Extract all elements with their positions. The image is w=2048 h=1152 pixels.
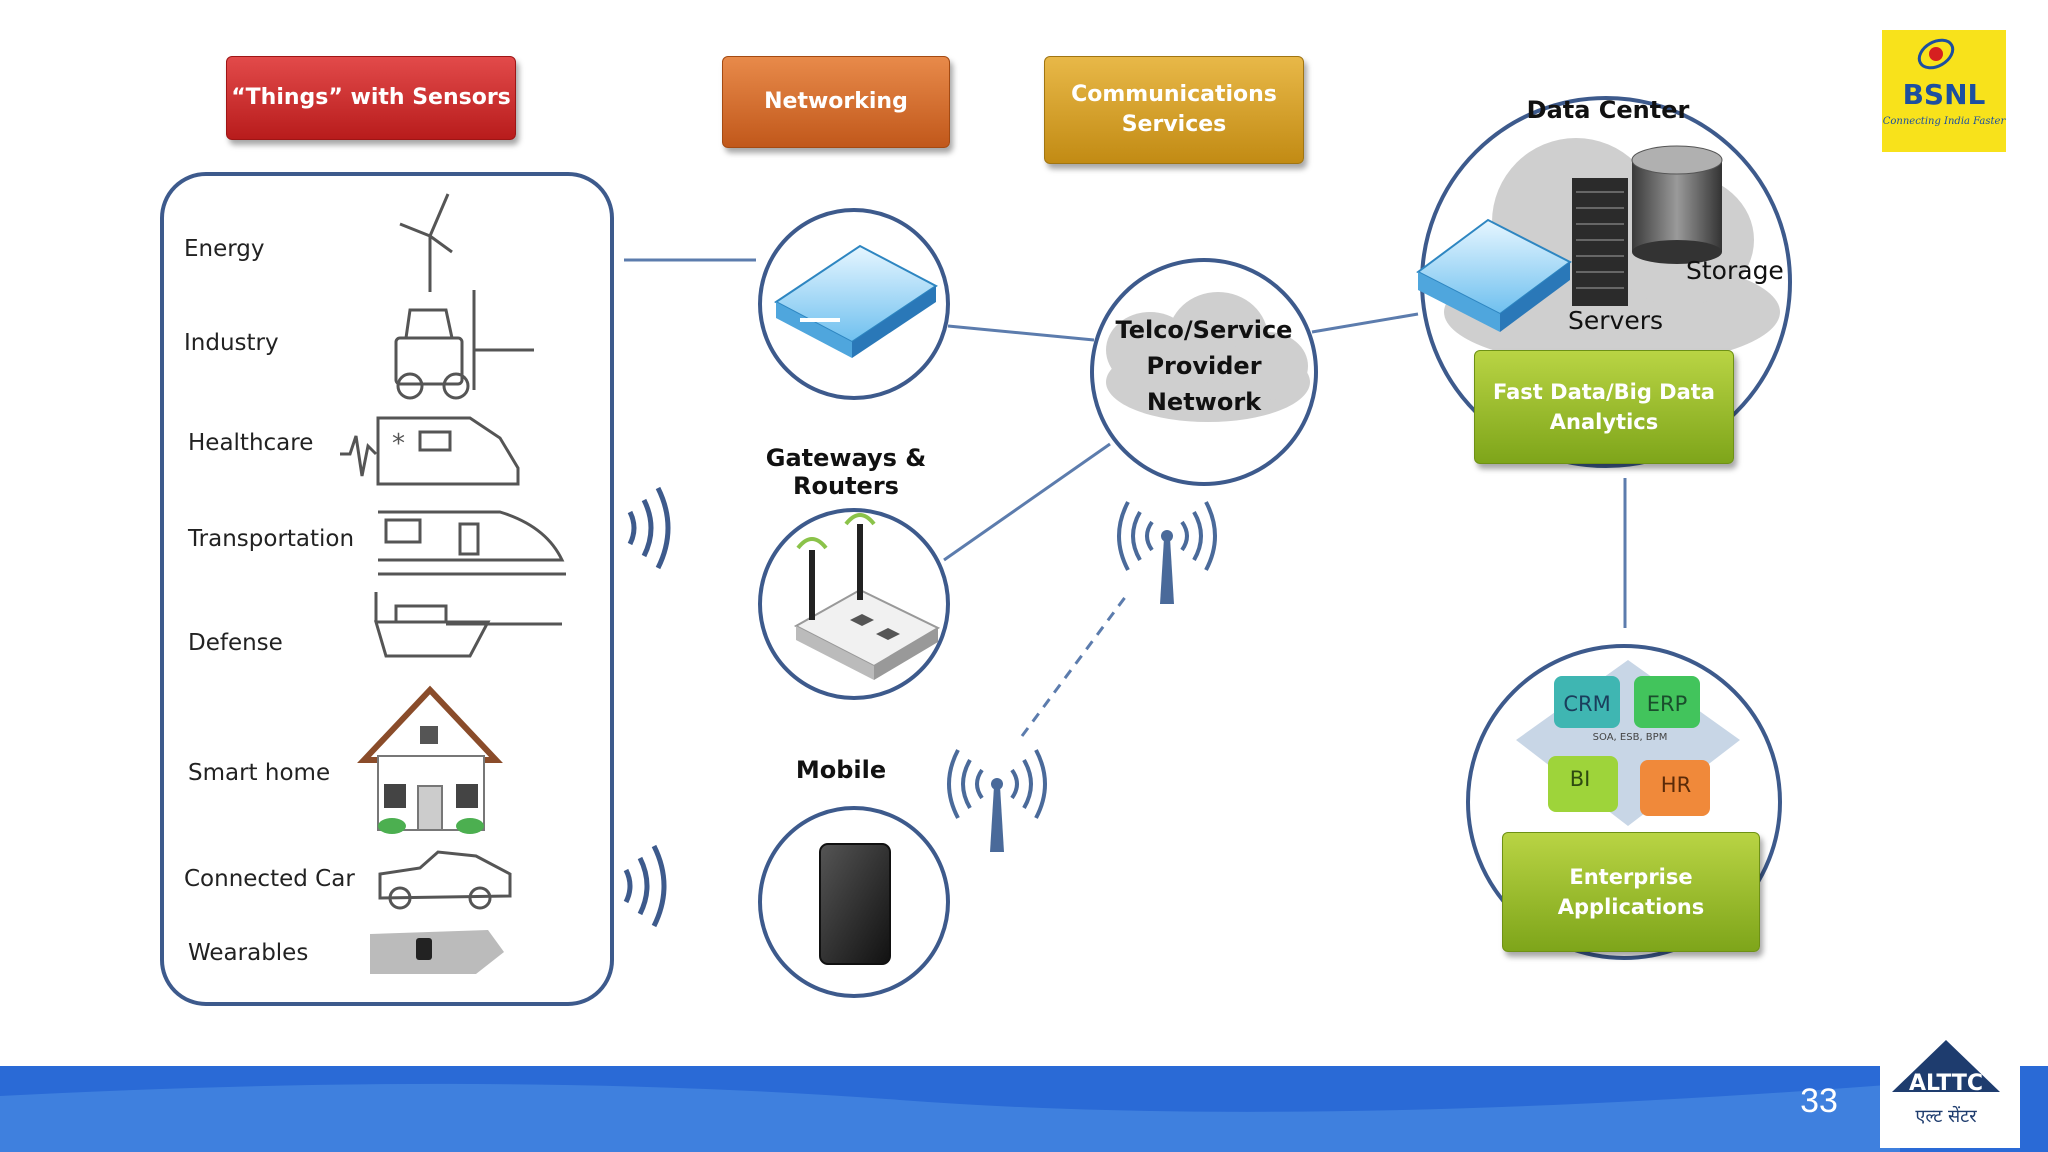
telco-network-label: Telco/Service Provider Network (1115, 316, 1293, 416)
hr-label: HR (1661, 773, 1691, 797)
bsnl-logo: BSNL Connecting India Faster (1882, 30, 2006, 152)
soa-text: SOA, ESB, BPM (1593, 732, 1668, 743)
erp-label: ERP (1647, 692, 1688, 716)
server-rack-icon (1572, 178, 1628, 306)
thing-label-wearables: Wearables (188, 940, 309, 966)
wireless-waves-upper-icon (627, 486, 671, 570)
crm-label: CRM (1563, 692, 1610, 716)
thing-label-healthcare: Healthcare (188, 430, 314, 456)
mobile-wireless-dashed-line (1020, 595, 1128, 737)
crm-tile (1554, 676, 1620, 728)
alttc-logo: ALTTC एल्ट सेंटर (1880, 1040, 2020, 1148)
bi-label: BI (1570, 767, 1591, 791)
erp-tile (1634, 676, 1700, 728)
thing-label-energy: Energy (184, 236, 265, 262)
gateway-device-icon (774, 244, 938, 358)
house-icon (357, 685, 503, 834)
hr-tile (1640, 760, 1710, 816)
footer-swoosh (0, 1083, 1900, 1152)
communications-services-header: Communications Services (1044, 56, 1304, 164)
mobile-antenna-icon (947, 749, 1047, 852)
forklift-icon (394, 290, 534, 400)
thing-label-connected-car: Connected Car (184, 866, 355, 892)
ambulance-icon: * (340, 416, 520, 486)
bsnl-tagline: Connecting India Faster (1883, 116, 2007, 127)
bi-tile (1548, 756, 1618, 812)
things-with-sensors-header: “Things” with Sensors (226, 56, 516, 140)
gateway-to-telco-line (947, 324, 1095, 342)
thing-label-transportation: Transportation (188, 526, 355, 552)
bsnl-logo-text: BSNL (1903, 78, 1986, 111)
router-to-telco-line (943, 442, 1111, 562)
thing-label-smart-home: Smart home (188, 760, 331, 786)
enterprise-applications-box: Enterprise Applications (1502, 832, 1760, 952)
storage-label: Storage (1686, 256, 1784, 285)
things-container (160, 172, 614, 1006)
telco-antenna-icon (1117, 501, 1217, 604)
car-icon (378, 850, 512, 910)
svg-text:*: * (392, 429, 405, 459)
alttc-hindi-text: एल्ट सेंटर (1915, 1105, 1977, 1127)
servers-label: Servers (1568, 306, 1664, 335)
thing-label-defense: Defense (188, 630, 283, 656)
telco-to-datacenter-line (1311, 312, 1419, 334)
smartphone-icon (819, 843, 891, 965)
wind-turbine-icon (399, 193, 453, 292)
mobile-label: Mobile (795, 756, 887, 784)
fast-data-analytics-box: Fast Data/Big Data Analytics (1474, 350, 1734, 464)
thing-label-industry: Industry (184, 330, 279, 356)
train-icon (378, 510, 566, 576)
wireless-waves-lower-icon (623, 844, 667, 928)
data-center-title: Data Center (1526, 96, 1690, 124)
cloud-icon (1106, 292, 1310, 422)
warship-icon (373, 592, 562, 658)
networking-header: Networking (722, 56, 950, 148)
smartwatch-icon (370, 930, 504, 974)
datacenter-switch-icon (1416, 218, 1572, 332)
connector-lines (624, 258, 1627, 737)
router-device-icon (793, 513, 941, 680)
storage-icon (1631, 145, 1723, 264)
page-number: 33 (1800, 1082, 1838, 1120)
alttc-logo-text: ALTTC (1909, 1071, 1983, 1096)
gateways-routers-label: Gateways & Routers (765, 444, 927, 500)
